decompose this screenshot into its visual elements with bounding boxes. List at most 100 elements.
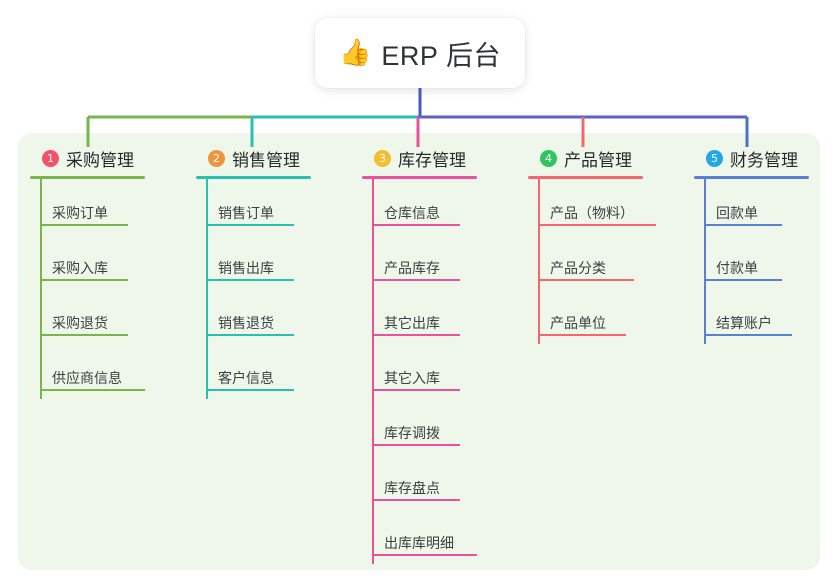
branch-item-label: 库存调拨 — [384, 425, 440, 441]
branch-number-badge: 1 — [42, 149, 59, 167]
branch-items: 销售订单销售出库销售退货客户信息 — [196, 179, 311, 399]
branch-item-label: 产品单位 — [550, 315, 606, 331]
branch-item[interactable]: 产品库存 — [362, 234, 477, 289]
branch-item[interactable]: 仓库信息 — [362, 179, 477, 234]
branch-item-underline — [372, 334, 460, 336]
branch-item-label: 仓库信息 — [384, 205, 440, 221]
branch-item[interactable]: 采购订单 — [30, 179, 145, 234]
branch-item-underline — [372, 224, 460, 226]
branch-item-underline — [372, 444, 460, 446]
branch-item-underline — [704, 334, 792, 336]
branch-item-spine — [372, 289, 374, 344]
branch-item-spine — [538, 179, 540, 234]
branch-column-销售管理[interactable]: 2 销售管理销售订单销售出库销售退货客户信息 — [196, 146, 311, 399]
branch-item-spine — [372, 344, 374, 399]
branch-item-label: 其它出库 — [384, 315, 440, 331]
branch-item-underline — [40, 224, 128, 226]
branch-item-underline — [40, 334, 128, 336]
branch-item-underline — [538, 279, 634, 281]
branch-column-库存管理[interactable]: 3 库存管理仓库信息产品库存其它出库其它入库库存调拨库存盘点出库库明细 — [362, 146, 477, 564]
branch-item-underline — [704, 224, 782, 226]
branch-item-spine — [538, 234, 540, 289]
branch-header-销售管理[interactable]: 2 销售管理 — [196, 146, 311, 170]
branch-item-label: 采购订单 — [52, 205, 108, 221]
branch-item[interactable]: 销售订单 — [196, 179, 311, 234]
branch-item-spine — [40, 344, 42, 399]
branch-item[interactable]: 产品分类 — [528, 234, 643, 289]
branch-item-spine — [40, 289, 42, 344]
branch-title: 库存管理 — [398, 150, 466, 170]
branch-header-产品管理[interactable]: 4 产品管理 — [528, 146, 643, 170]
branch-item[interactable]: 回款单 — [694, 179, 809, 234]
branch-header-underline — [694, 176, 809, 179]
branch-item[interactable]: 产品单位 — [528, 289, 643, 344]
branch-items: 回款单付款单结算账户 — [694, 179, 809, 344]
branch-item-spine — [206, 234, 208, 289]
branch-title: 产品管理 — [564, 150, 632, 170]
branch-header-underline — [362, 176, 477, 179]
branch-item-underline — [372, 389, 460, 391]
branch-header-underline — [196, 176, 311, 179]
branch-item[interactable]: 产品（物料） — [528, 179, 656, 234]
branch-column-产品管理[interactable]: 4 产品管理产品（物料） 产品分类产品单位 — [528, 146, 656, 344]
branch-item-spine — [206, 344, 208, 399]
branch-item-label: 销售订单 — [218, 205, 274, 221]
branch-item[interactable]: 出库库明细 — [362, 509, 477, 564]
branch-title: 采购管理 — [66, 150, 134, 170]
branch-item-spine — [704, 179, 706, 234]
branch-item-label: 产品库存 — [384, 260, 440, 276]
branch-number-badge: 4 — [540, 149, 557, 167]
root-node-title: ERP 后台 — [381, 40, 501, 71]
branch-header-库存管理[interactable]: 3 库存管理 — [362, 146, 477, 170]
branch-item[interactable]: 库存盘点 — [362, 454, 477, 509]
branch-items: 采购订单采购入库采购退货供应商信息 — [30, 179, 145, 399]
branch-item[interactable]: 库存调拨 — [362, 399, 477, 454]
branch-item-label: 采购退货 — [52, 315, 108, 331]
branch-item-label: 结算账户 — [716, 315, 772, 331]
branch-item-underline — [538, 334, 626, 336]
branch-item-underline — [40, 389, 145, 391]
branch-item-underline — [372, 499, 460, 501]
branch-item-spine — [538, 289, 540, 344]
branch-item[interactable]: 结算账户 — [694, 289, 809, 344]
branch-number-badge: 2 — [208, 149, 225, 167]
branch-item-spine — [372, 454, 374, 509]
branch-item-spine — [206, 289, 208, 344]
branch-item[interactable]: 其它入库 — [362, 344, 477, 399]
branch-item-underline — [372, 554, 477, 556]
branch-header-underline — [30, 176, 145, 179]
branch-item-label: 销售退货 — [218, 315, 274, 331]
branch-items: 仓库信息产品库存其它出库其它入库库存调拨库存盘点出库库明细 — [362, 179, 477, 564]
branch-item[interactable]: 客户信息 — [196, 344, 311, 399]
thumbs-up-icon: 👍 — [339, 38, 372, 68]
branch-item[interactable]: 供应商信息 — [30, 344, 145, 399]
branch-item-underline — [206, 224, 294, 226]
branch-item[interactable]: 销售出库 — [196, 234, 311, 289]
branch-item-spine — [372, 179, 374, 234]
branch-title: 销售管理 — [232, 150, 300, 170]
branch-item-label: 出库库明细 — [384, 535, 454, 551]
branch-item-spine — [372, 509, 374, 564]
branch-item-label: 产品（物料） — [550, 205, 634, 221]
branch-item[interactable]: 付款单 — [694, 234, 809, 289]
branch-item-underline — [40, 279, 128, 281]
branch-item-label: 库存盘点 — [384, 480, 440, 496]
branch-item-underline — [206, 334, 294, 336]
branch-number-badge: 3 — [374, 149, 391, 167]
branch-title: 财务管理 — [730, 150, 798, 170]
branch-item[interactable]: 采购入库 — [30, 234, 145, 289]
branch-item[interactable]: 销售退货 — [196, 289, 311, 344]
branch-item-label: 回款单 — [716, 205, 758, 221]
branch-item[interactable]: 采购退货 — [30, 289, 145, 344]
diagram-background-panel — [18, 133, 820, 570]
branch-column-采购管理[interactable]: 1 采购管理采购订单采购入库采购退货供应商信息 — [30, 146, 145, 399]
branch-items: 产品（物料） 产品分类产品单位 — [528, 179, 656, 344]
root-node-erp-backend[interactable]: 👍 ERP 后台 — [315, 18, 525, 88]
branch-item-label: 产品分类 — [550, 260, 606, 276]
branch-header-采购管理[interactable]: 1 采购管理 — [30, 146, 145, 170]
branch-item-underline — [704, 279, 782, 281]
branch-item[interactable]: 其它出库 — [362, 289, 477, 344]
